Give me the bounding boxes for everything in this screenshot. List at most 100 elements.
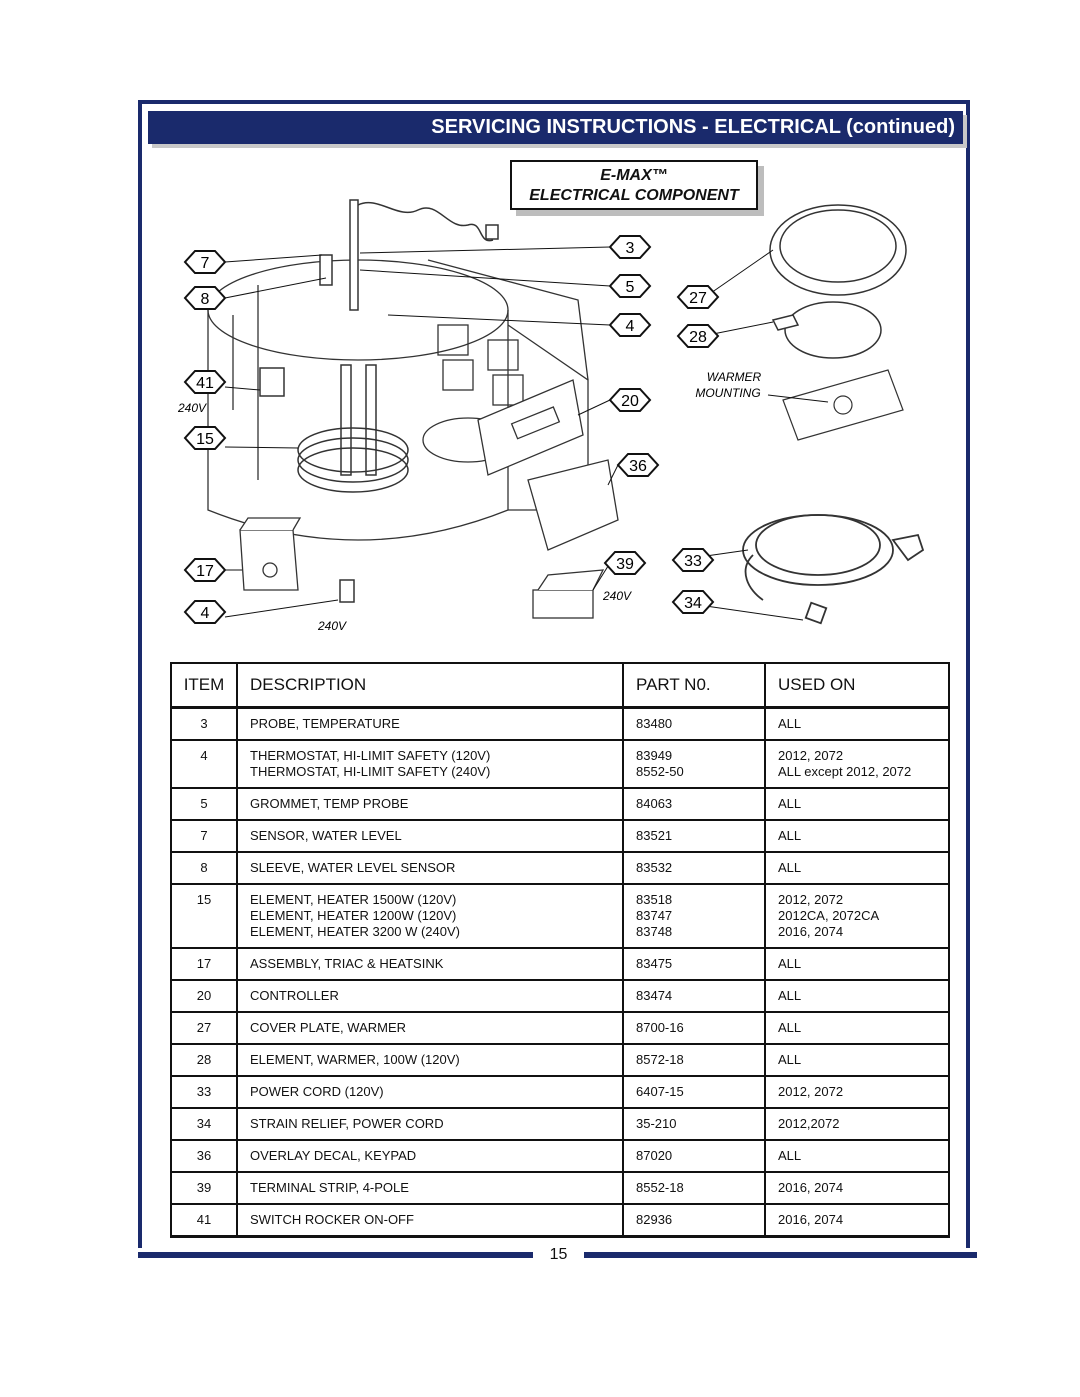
warmer-element-illustration (771, 301, 882, 359)
table-header-row: ITEM DESCRIPTION PART N0. USED ON (170, 662, 950, 709)
svg-text:4: 4 (626, 318, 635, 335)
cell-part-no: 84063 (622, 788, 766, 821)
cell-used-on-line: ALL (778, 1020, 802, 1035)
controller-illustration (477, 379, 619, 551)
heater-coil-illustration (297, 364, 409, 493)
cell-description: SENSOR, WATER LEVEL (236, 820, 624, 853)
page-frame (138, 100, 970, 1248)
cell-used-on-line: ALL (778, 956, 802, 971)
diagram-title-box: E-MAX™ ELECTRICAL COMPONENT (510, 160, 758, 210)
svg-text:5: 5 (626, 279, 635, 296)
cell-part-no: 35-210 (622, 1108, 766, 1141)
cell-description: GROMMET, TEMP PROBE (236, 788, 624, 821)
cell-used-on-line: 2016, 2074 (778, 924, 844, 939)
warmer-label: WARMER (707, 370, 762, 384)
cell-part-no-line: 83747 (636, 908, 673, 923)
callout-15: 15 (183, 426, 227, 450)
cell-description: OVERLAY DECAL, KEYPAD (236, 1140, 624, 1173)
cell-description: CONTROLLER (236, 980, 624, 1013)
cell-description: SLEEVE, WATER LEVEL SENSOR (236, 852, 624, 885)
cell-part-no-line: 8700-16 (636, 1020, 684, 1035)
warmer-mounting-illustration (782, 369, 904, 441)
cell-used-on: 2012, 2072 (764, 1076, 950, 1109)
cell-description: ELEMENT, WARMER, 100W (120V) (236, 1044, 624, 1077)
callout-7: 7 (183, 250, 227, 274)
thermostat-illustration (339, 579, 355, 603)
cell-item: 28 (170, 1044, 238, 1077)
voltage-label-thermostat: 240V (317, 619, 347, 633)
probe-illustration (319, 199, 499, 311)
cell-part-no-line: 87020 (636, 1148, 673, 1163)
callout-4-lower: 4 (183, 600, 227, 624)
cell-description-line: OVERLAY DECAL, KEYPAD (250, 1148, 417, 1163)
cell-item: 34 (170, 1108, 238, 1141)
cell-used-on: ALL (764, 1012, 950, 1045)
callout-28: 28 (676, 324, 720, 348)
callout-20: 20 (608, 388, 652, 412)
cell-used-on-line: 2012, 2072 (778, 1084, 844, 1099)
svg-text:34: 34 (684, 595, 702, 612)
cell-part-no: 8700-16 (622, 1012, 766, 1045)
cell-part-no-line: 83532 (636, 860, 673, 875)
cell-item: 27 (170, 1012, 238, 1045)
cell-part-no: 87020 (622, 1140, 766, 1173)
cell-part-no-line: 83521 (636, 828, 673, 843)
cell-item: 7 (170, 820, 238, 853)
cell-description-line: ELEMENT, HEATER 1500W (120V) (250, 892, 457, 907)
cell-item: 39 (170, 1172, 238, 1205)
cell-used-on-line: ALL (778, 1052, 802, 1067)
cell-part-no: 8572-18 (622, 1044, 766, 1077)
svg-text:17: 17 (196, 563, 214, 580)
header-used-on: USED ON (764, 662, 950, 709)
cell-part-no-line: 82936 (636, 1212, 673, 1227)
cell-description-line: PROBE, TEMPERATURE (250, 716, 400, 731)
cell-used-on: ALL (764, 852, 950, 885)
cell-description-line: COVER PLATE, WARMER (250, 1020, 407, 1035)
cell-item: 17 (170, 948, 238, 981)
svg-text:36: 36 (629, 458, 647, 475)
header-description: DESCRIPTION (236, 662, 624, 709)
svg-text:33: 33 (684, 553, 702, 570)
cell-part-no: 83480 (622, 707, 766, 741)
page-title: SERVICING INSTRUCTIONS - ELECTRICAL (con… (148, 111, 963, 144)
cell-item: 8 (170, 852, 238, 885)
callout-39: 39 (603, 551, 647, 575)
table-row: 27 COVER PLATE, WARMER 8700-16 ALL (170, 1012, 950, 1045)
mounting-label: MOUNTING (695, 386, 760, 400)
cell-part-no: 82936 (622, 1204, 766, 1238)
callout-34: 34 (671, 590, 715, 614)
cell-item: 4 (170, 740, 238, 789)
cell-item: 5 (170, 788, 238, 821)
cell-used-on: 2016, 2074 (764, 1204, 950, 1238)
cell-item: 20 (170, 980, 238, 1013)
cell-item: 41 (170, 1204, 238, 1238)
cell-part-no-line: 83474 (636, 988, 673, 1003)
diagram-title-line1: E-MAX™ (600, 167, 668, 184)
cell-used-on-line: 2012,2072 (778, 1116, 840, 1131)
callout-3: 3 (608, 235, 652, 259)
cell-description-line: ELEMENT, HEATER 1200W (120V) (250, 908, 457, 923)
cell-description: ASSEMBLY, TRIAC & HEATSINK (236, 948, 624, 981)
cell-part-no: 83521 (622, 820, 766, 853)
power-cord-illustration (742, 514, 925, 625)
cell-used-on: ALL (764, 1140, 950, 1173)
header-item: ITEM (170, 662, 238, 709)
cell-part-no-line: 6407-15 (636, 1084, 684, 1099)
footer-bar-right (584, 1252, 977, 1258)
cell-description: POWER CORD (120V) (236, 1076, 624, 1109)
cell-description: STRAIN RELIEF, POWER CORD (236, 1108, 624, 1141)
callout-5: 5 (608, 274, 652, 298)
cell-used-on-line: 2012CA, 2072CA (778, 908, 880, 923)
cell-description-line: THERMOSTAT, HI-LIMIT SAFETY (120V) (250, 748, 491, 763)
cell-description: THERMOSTAT, HI-LIMIT SAFETY (120V)THERMO… (236, 740, 624, 789)
